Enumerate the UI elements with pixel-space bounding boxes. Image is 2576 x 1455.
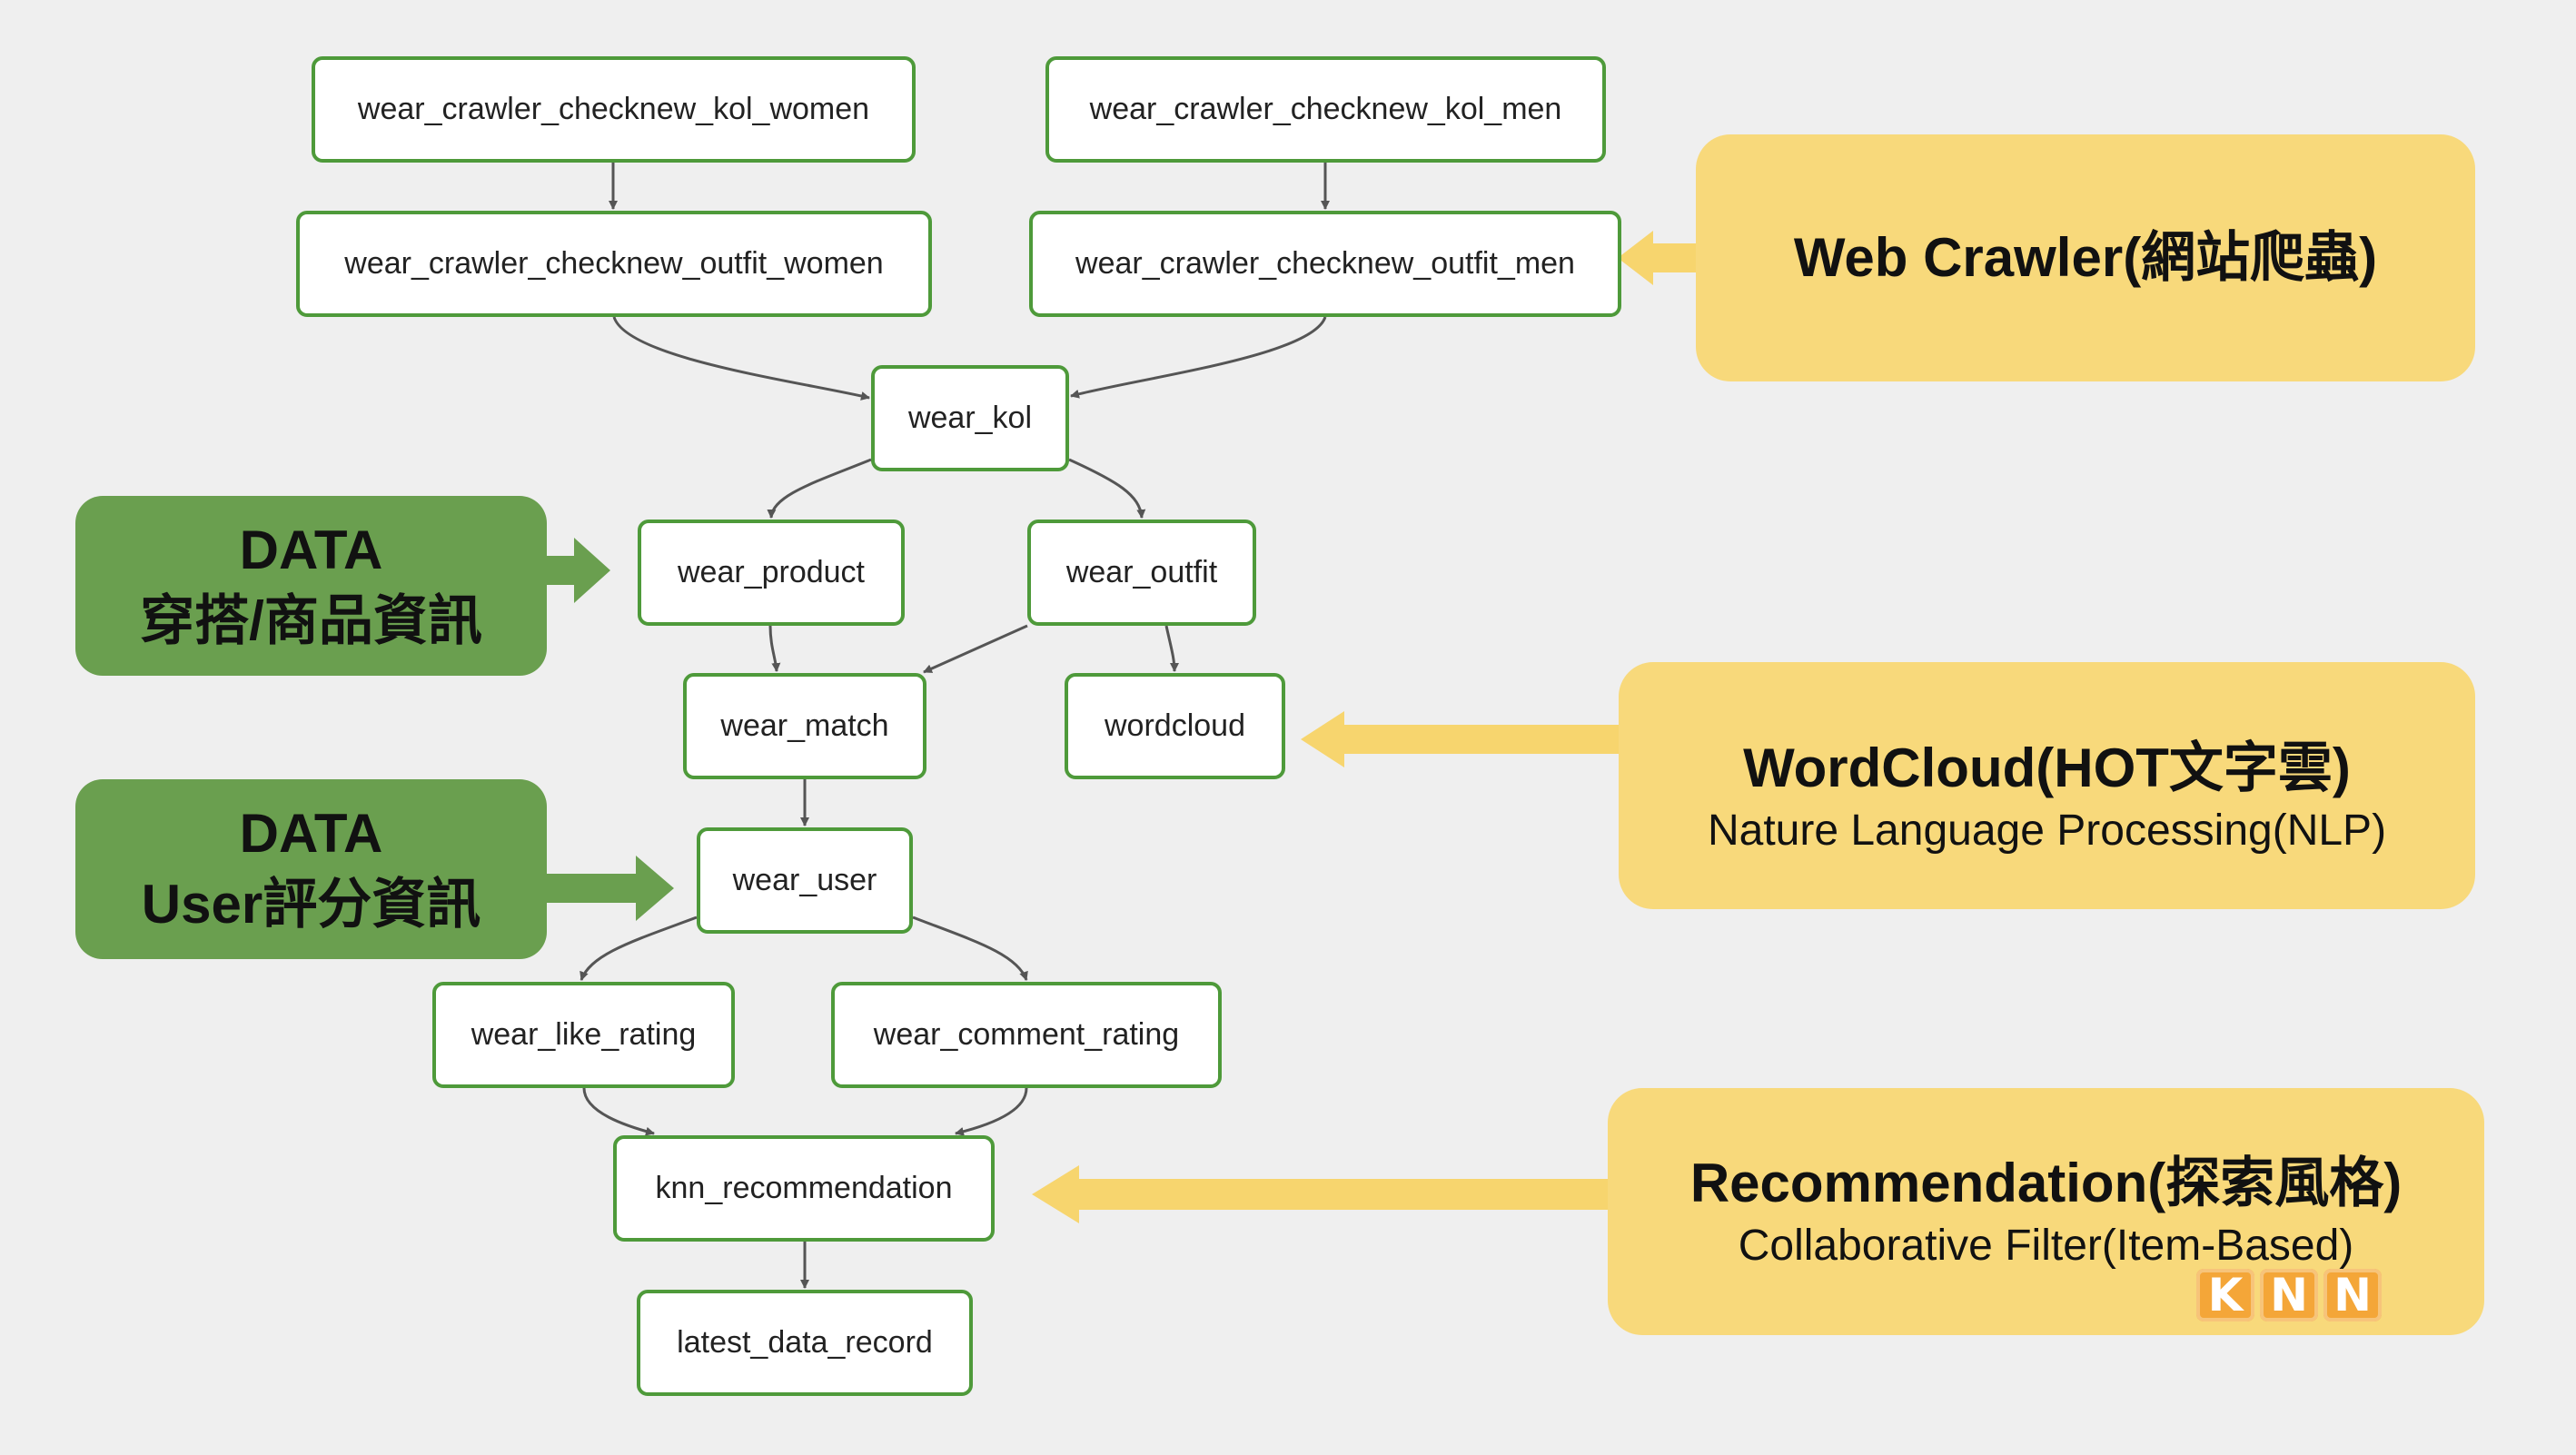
knn-badge: K N N [2196,1269,2382,1321]
node-wear-outfit[interactable]: wear_outfit [1027,520,1256,626]
recommendation-arrow [1032,1165,1609,1223]
node-label: wordcloud [1105,708,1245,743]
node-wear-user[interactable]: wear_user [697,827,913,934]
node-label: wear_kol [907,401,1033,435]
node-latest-data-record[interactable]: latest_data_record [637,1290,973,1396]
node-wear-product[interactable]: wear_product [638,520,905,626]
data-user-label: DATA User評分資訊 [75,779,547,959]
node-label: wear_match [720,708,889,743]
data-user-arrow [545,856,674,921]
data-product-label: DATA 穿搭/商品資訊 [75,496,547,676]
wordcloud-annotation-subtitle: Nature Language Processing(NLP) [1707,807,2387,855]
node-label: latest_data_record [677,1325,933,1360]
edge-outfit-to-wordcloud [1164,625,1179,672]
crawler-annotation-title: Web Crawler(網站爬蟲) [1793,227,2378,288]
node-label: wear_comment_rating [873,1017,1180,1052]
recommendation-annotation-title: Recommendation(探索風格) [1689,1153,2403,1213]
wordcloud-arrow [1301,711,1620,767]
node-label: wear_like_rating [471,1017,697,1052]
edge-comment-rating-to-knn [955,1087,1028,1136]
crawler-annotation: Web Crawler(網站爬蟲) [1696,134,2475,381]
crawler-arrow [1618,231,1697,285]
wordcloud-annotation-title: WordCloud(HOT文字雲) [1743,737,2351,798]
node-wear-comment-rating[interactable]: wear_comment_rating [831,982,1222,1088]
node-wear-crawler-checknew-outfit-men[interactable]: wear_crawler_checknew_outfit_men [1029,211,1621,317]
node-wear-crawler-checknew-kol-women[interactable]: wear_crawler_checknew_kol_women [312,56,916,163]
node-label: knn_recommendation [655,1171,953,1205]
edge-outfit-to-match [923,624,1028,674]
edge-kol-to-outfit [1068,458,1146,519]
data-user-subtitle: User評分資訊 [141,874,481,935]
data-user-title: DATA [239,803,383,864]
data-product-title: DATA [239,520,383,580]
edge-product-to-match [768,625,781,672]
node-wear-crawler-checknew-kol-men[interactable]: wear_crawler_checknew_kol_men [1045,56,1606,163]
node-wear-match[interactable]: wear_match [683,673,926,779]
knn-badge-letter: N [2260,1269,2318,1321]
edge-outfit-men-to-kol [1070,316,1327,399]
node-knn-recommendation[interactable]: knn_recommendation [613,1135,995,1242]
knn-badge-letter: N [2323,1269,2382,1321]
node-label: wear_product [677,555,865,589]
edge-like-rating-to-knn [582,1087,655,1136]
node-wear-like-rating[interactable]: wear_like_rating [432,982,735,1088]
node-wear-kol[interactable]: wear_kol [871,365,1069,471]
node-label: wear_outfit [1065,555,1218,589]
node-label: wear_crawler_checknew_kol_women [357,92,870,126]
wordcloud-annotation: WordCloud(HOT文字雲) Nature Language Proces… [1619,662,2475,909]
edge-outfit-women-to-kol [612,316,870,401]
node-label: wear_crawler_checknew_outfit_men [1075,246,1575,281]
data-product-arrow [545,538,610,603]
node-label: wear_crawler_checknew_kol_men [1089,92,1562,126]
node-label: wear_crawler_checknew_outfit_women [344,246,884,281]
edge-kol-to-product [767,458,872,519]
node-wear-crawler-checknew-outfit-women[interactable]: wear_crawler_checknew_outfit_women [296,211,932,317]
data-product-subtitle: 穿搭/商品資訊 [140,590,482,651]
edge-user-to-comment-rating [912,916,1028,981]
recommendation-annotation-subtitle: Collaborative Filter(Item-Based) [1738,1222,2354,1270]
knn-badge-letter: K [2196,1269,2254,1321]
edge-user-to-like-rating [580,916,698,981]
node-wordcloud[interactable]: wordcloud [1065,673,1285,779]
node-label: wear_user [732,863,877,897]
